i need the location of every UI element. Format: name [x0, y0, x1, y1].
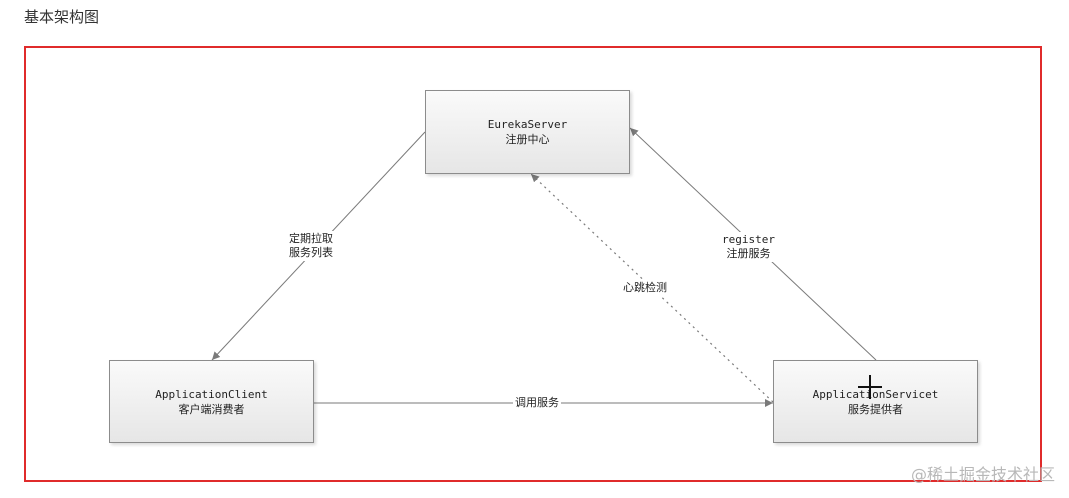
- eureka-server-name: EurekaServer: [487, 118, 568, 131]
- watermark-text: @稀土掘金技术社区: [910, 465, 1055, 484]
- edge-register-label-line1: register: [722, 233, 775, 246]
- edge-heartbeat-label-text: 心跳检测: [623, 281, 667, 294]
- application-client-name: ApplicationClient: [155, 387, 268, 401]
- application-service-name: ApplicationServicet: [812, 387, 939, 401]
- crosshair-cursor-icon: [858, 375, 882, 399]
- edge-invoke-label-text: 调用服务: [515, 396, 559, 409]
- edge-invoke-label: 调用服务: [513, 395, 561, 411]
- diagram-heading: 基本架构图: [24, 8, 100, 26]
- edge-pull-label-line1: 定期拉取: [289, 232, 333, 245]
- edge-register-label: register 注册服务: [720, 232, 777, 262]
- edge-pull-label-line2: 服务列表: [289, 246, 333, 259]
- eureka-server-desc: 注册中心: [505, 133, 550, 146]
- diagram-frame: [24, 46, 1042, 482]
- application-service-desc: 服务提供者: [848, 402, 903, 416]
- application-client-node: ApplicationClient 客户端消费者: [109, 360, 314, 443]
- application-service-node: ApplicationServicet 服务提供者: [773, 360, 978, 443]
- edge-heartbeat-line: [530, 173, 774, 403]
- edge-register-label-line2: 注册服务: [726, 247, 771, 260]
- application-client-desc: 客户端消费者: [178, 402, 245, 416]
- edge-pull-label: 定期拉取 服务列表: [287, 231, 335, 261]
- edge-heartbeat-label: 心跳检测: [621, 280, 669, 296]
- eureka-server-node: EurekaServer 注册中心: [425, 90, 630, 174]
